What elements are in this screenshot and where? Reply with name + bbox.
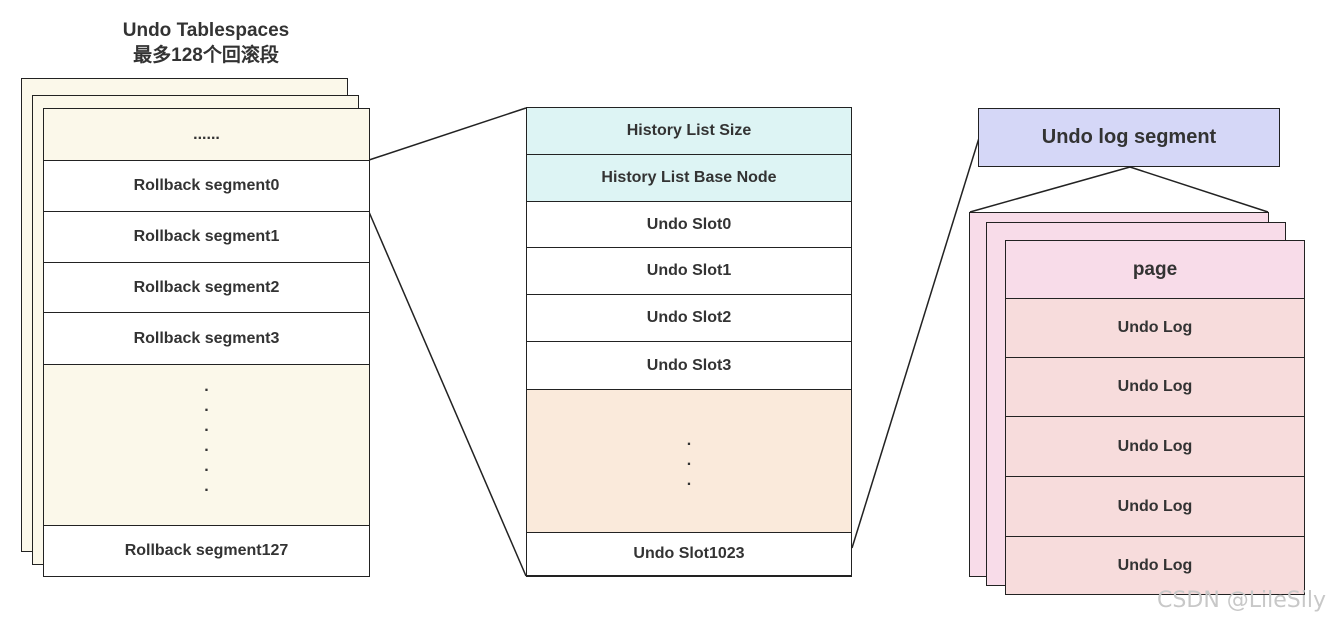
gap-dot: . <box>204 458 209 475</box>
gap-dot: . <box>204 418 209 435</box>
undo-log-row: Undo Log <box>1006 299 1304 358</box>
undo-slot-gap: . . . <box>527 390 851 532</box>
gap-dot: . <box>686 452 692 469</box>
rollback-segment-1: Rollback segment1 <box>44 212 369 263</box>
rollback-segment-127: Rollback segment127 <box>44 525 369 576</box>
rollback-segment-3: Rollback segment3 <box>44 313 369 365</box>
connector-segment-left <box>969 166 1131 213</box>
gap-dot: . <box>204 478 209 495</box>
tablespaces-title: Undo Tablespaces <box>122 20 290 41</box>
page-label: page <box>1006 241 1304 299</box>
connector-seg0-bottom <box>368 211 527 577</box>
undo-log-row: Undo Log <box>1006 358 1304 417</box>
rollback-segment-0: Rollback segment0 <box>44 161 369 212</box>
undo-slot-2: Undo Slot2 <box>527 295 851 342</box>
connector-segment-right <box>1129 166 1269 213</box>
tablespace-gap-dots: . . . . . . <box>44 377 369 497</box>
gap-dot: . <box>686 472 692 489</box>
connector-seg0-top <box>368 107 527 161</box>
undo-slot-1023: Undo Slot1023 <box>527 532 851 576</box>
undo-slot-0: Undo Slot0 <box>527 202 851 248</box>
tablespace-top-ellipsis: ...... <box>44 109 369 161</box>
undo-log-row: Undo Log <box>1006 537 1304 594</box>
gap-dot: . <box>204 378 209 395</box>
tablespaces-title-block: Undo Tablespaces 最多128个回滚段 <box>76 18 336 68</box>
tablespace-sheet-front: ...... Rollback segment0 Rollback segmen… <box>43 108 370 577</box>
rollback-segment-detail: History List Size History List Base Node… <box>526 107 852 577</box>
page-sheet-front: page Undo Log Undo Log Undo Log Undo Log… <box>1005 240 1305 595</box>
undo-slot-3: Undo Slot3 <box>527 342 851 390</box>
undo-log-row: Undo Log <box>1006 477 1304 537</box>
history-list-size: History List Size <box>527 108 851 155</box>
tablespaces-subtitle: 最多128个回滚段 <box>133 45 279 66</box>
undo-log-segment: Undo log segment <box>978 108 1280 167</box>
gap-dot: . <box>204 438 209 455</box>
gap-dot: . <box>686 432 692 449</box>
history-list-base-node: History List Base Node <box>527 155 851 202</box>
watermark: CSDN @LileSily <box>1157 588 1326 613</box>
undo-slot-1: Undo Slot1 <box>527 248 851 295</box>
rollback-segment-2: Rollback segment2 <box>44 263 369 313</box>
gap-dot: . <box>204 398 209 415</box>
undo-log-row: Undo Log <box>1006 417 1304 477</box>
connector-slot-top <box>851 137 980 549</box>
